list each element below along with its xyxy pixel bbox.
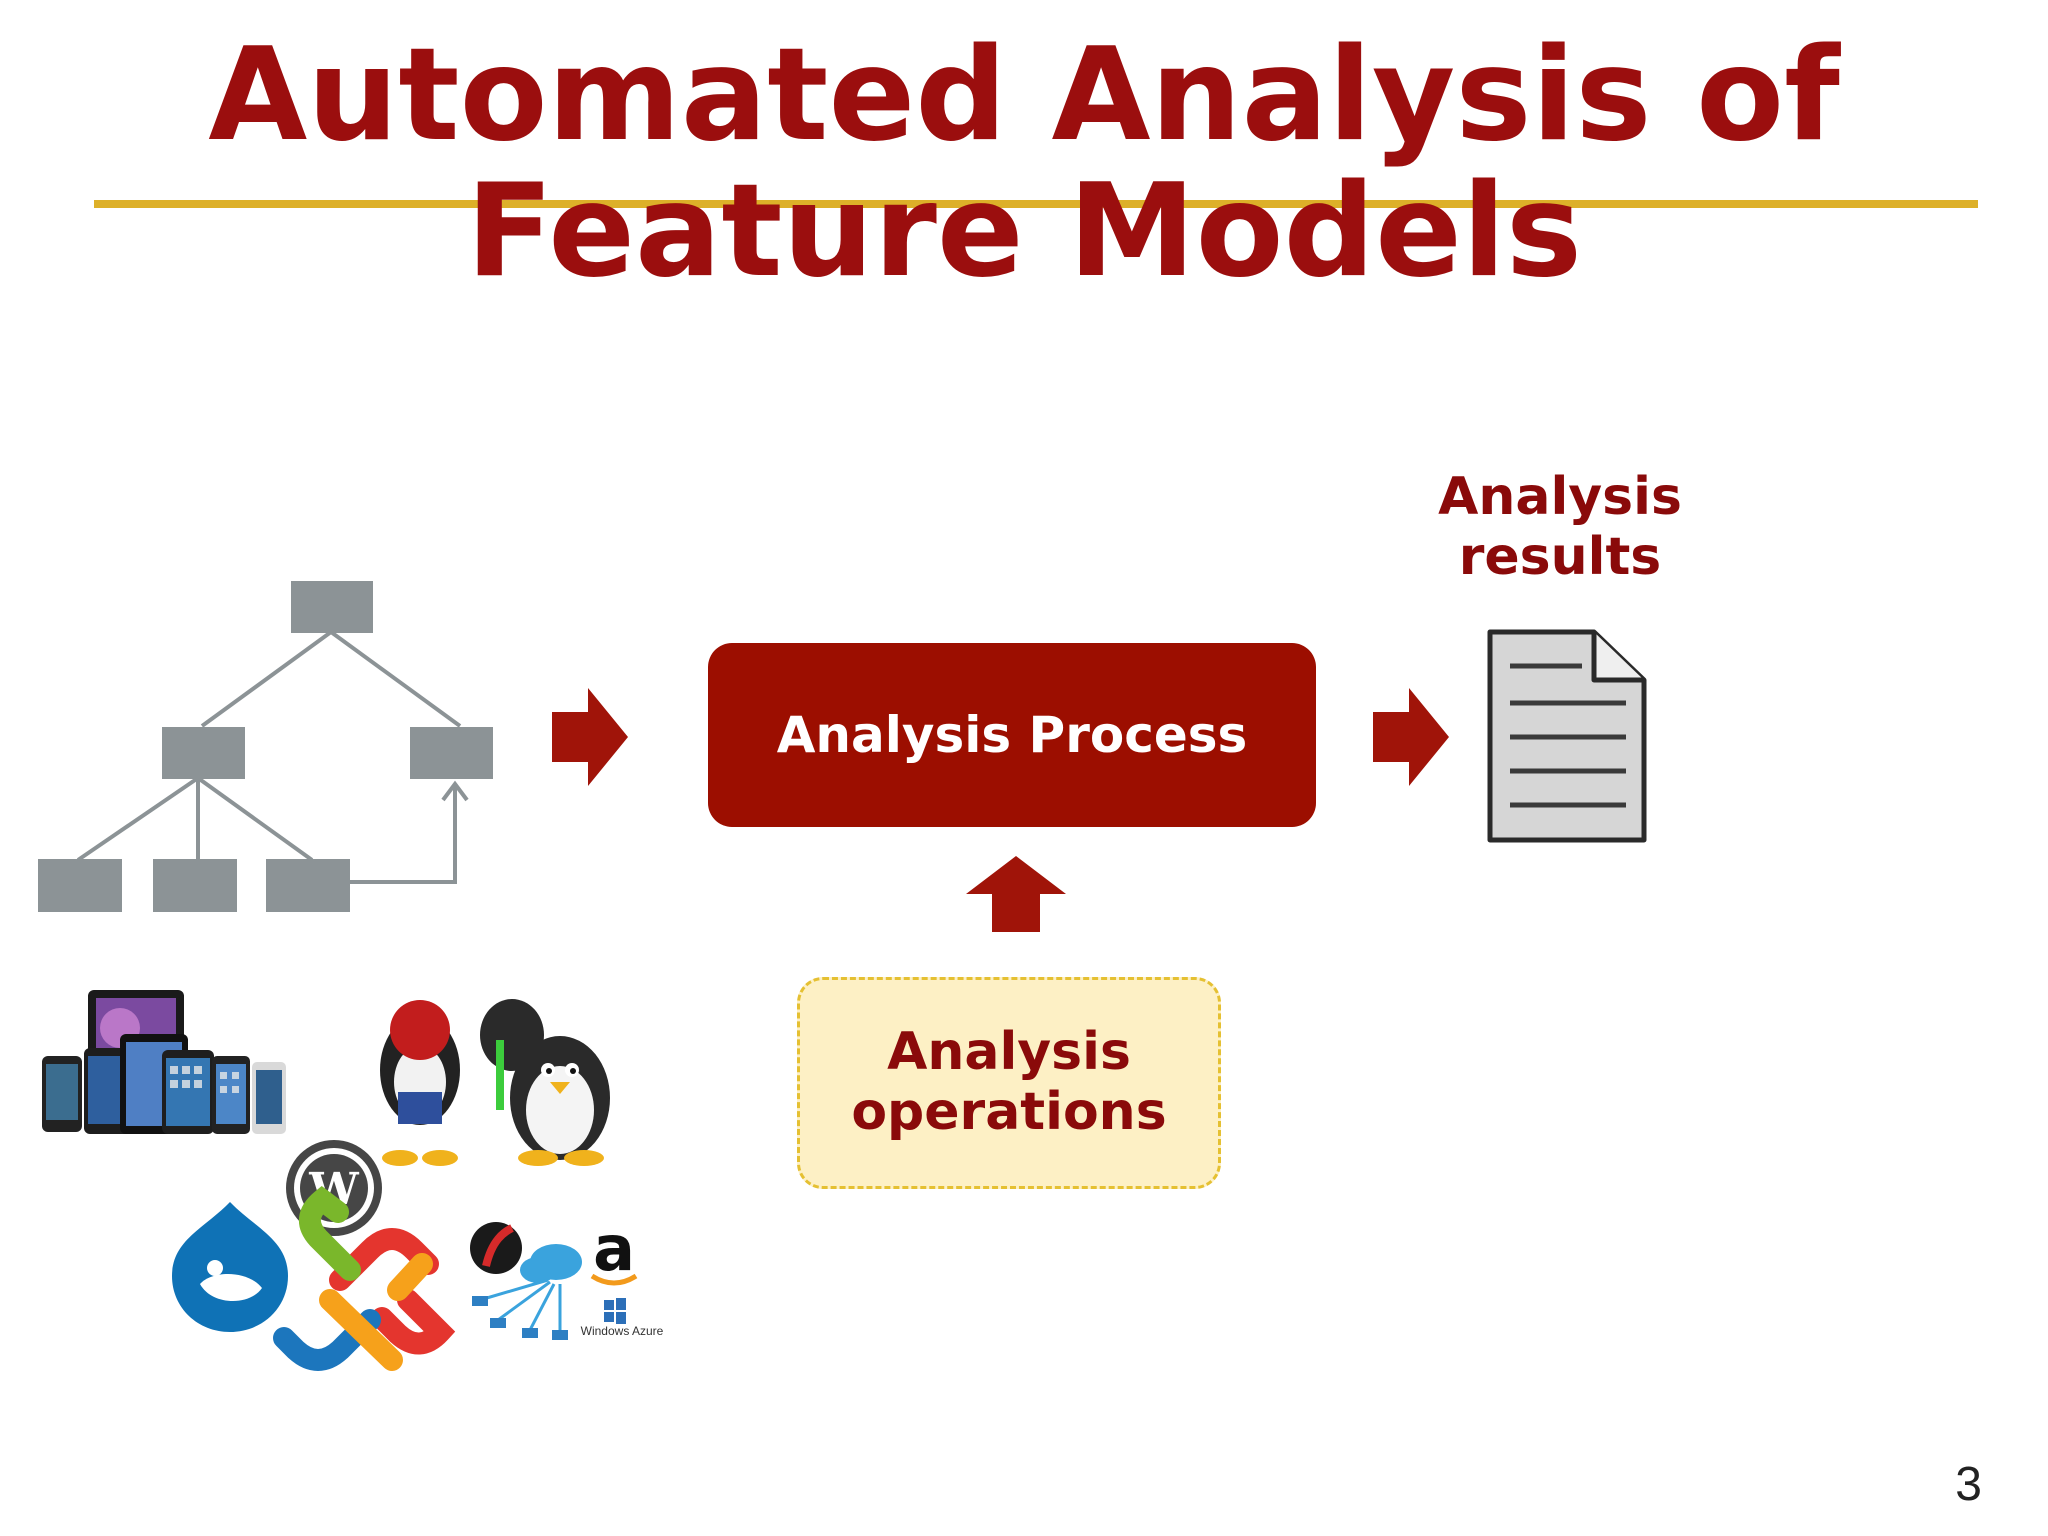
- edge-left-child3: [196, 776, 314, 862]
- tree-node-left: [162, 727, 245, 779]
- edge-root-left: [200, 630, 333, 728]
- product-line-examples: W a Wi: [42, 990, 664, 1371]
- constraint-arrowhead: [441, 780, 469, 802]
- cross-tree-constraint: [348, 786, 457, 884]
- tree-node-leaf-1: [38, 859, 122, 912]
- amazon-logo-glyph: a: [593, 1212, 635, 1285]
- analysis-operations-line-1: Analysis: [887, 1022, 1131, 1083]
- arrow-right-icon: [1373, 688, 1449, 786]
- slide-title-line-2: Feature Models: [465, 157, 1583, 306]
- arrow-up-icon: [966, 856, 1066, 932]
- analysis-results-line-2: results: [1458, 526, 1662, 587]
- tree-node-leaf-3: [266, 859, 350, 912]
- linux-penguins-icon: [380, 999, 610, 1166]
- arrow-right-icon: [552, 688, 628, 786]
- tree-node-leaf-2: [153, 859, 237, 912]
- tree-node-root: [291, 581, 373, 633]
- analysis-results-label: Analysis results: [1380, 467, 1740, 588]
- tree-nodes: [38, 581, 493, 912]
- document-icon: [1487, 629, 1647, 843]
- mobile-devices-icon: [42, 990, 286, 1134]
- title-divider-rule: [94, 200, 1978, 208]
- joomla-logo-icon: [273, 1186, 456, 1371]
- feature-model-tree: [38, 581, 493, 912]
- analysis-results-line-1: Analysis: [1438, 467, 1682, 527]
- windows-logo-icon: [604, 1298, 626, 1324]
- windows-azure-label: Windows Azure: [581, 1324, 664, 1338]
- analysis-operations-box: Analysis operations: [797, 977, 1221, 1189]
- analysis-operations-line-2: operations: [851, 1082, 1167, 1142]
- slide-title-line-1: Automated Analysis of: [208, 21, 1840, 170]
- slide-page-number: 3: [1955, 1458, 1982, 1511]
- analysis-process-box: Analysis Process: [708, 643, 1316, 827]
- cloud-services-icon: a Windows Azure: [470, 1212, 664, 1340]
- tree-edges: [76, 630, 469, 884]
- drupal-logo-icon: [172, 1202, 288, 1332]
- edge-left-child1: [76, 776, 200, 862]
- analysis-process-label: Analysis Process: [776, 706, 1248, 764]
- edge-root-right: [329, 630, 462, 728]
- tree-node-right: [410, 727, 493, 779]
